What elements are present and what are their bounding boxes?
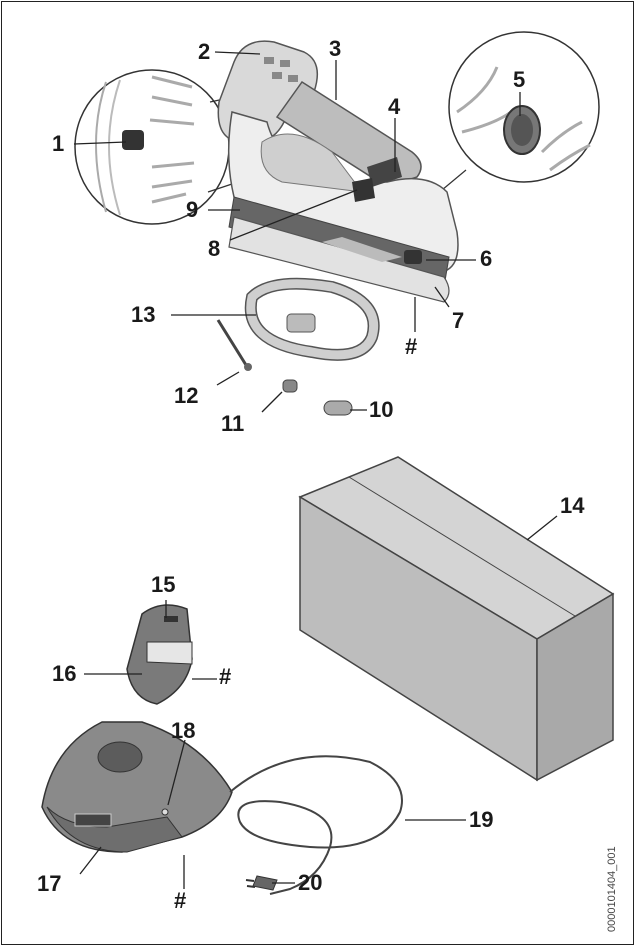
callout-13: 13 (131, 302, 156, 327)
callout-7: 7 (452, 308, 465, 333)
callout-10: 10 (369, 397, 394, 422)
figure-code: 0000101404_001 (606, 846, 618, 932)
callout-8: 8 (208, 236, 221, 261)
callout-15: 15 (151, 572, 176, 597)
small-parts (216, 319, 353, 416)
hash-mark-charger: # (174, 888, 187, 913)
callout-12: 12 (174, 383, 199, 408)
callout-11: 11 (221, 411, 245, 436)
leader-lines (73, 51, 558, 889)
hash-mark-battery: # (219, 664, 232, 689)
detail-bubble-socket (441, 31, 600, 191)
callout-20: 20 (298, 870, 323, 895)
callout-4: 4 (388, 94, 401, 119)
callout-3: 3 (329, 36, 342, 61)
callout-2: 2 (198, 39, 211, 64)
callout-6: 6 (480, 246, 493, 271)
charger-cable (229, 755, 403, 895)
callout-5: 5 (513, 67, 526, 92)
charger (41, 721, 233, 853)
detail-bubble-switch (74, 69, 239, 225)
battery (126, 604, 193, 705)
main-device (217, 40, 459, 303)
hash-mark-device: # (405, 334, 418, 359)
callout-1: 1 (52, 131, 65, 156)
callout-9: 9 (186, 197, 199, 222)
callout-18: 18 (171, 718, 196, 743)
carrying-strap (244, 277, 380, 361)
callout-14: 14 (560, 493, 585, 518)
callout-16: 16 (52, 661, 77, 686)
callout-17: 17 (37, 871, 62, 896)
callout-19: 19 (469, 807, 494, 832)
packaging-box (298, 456, 615, 782)
